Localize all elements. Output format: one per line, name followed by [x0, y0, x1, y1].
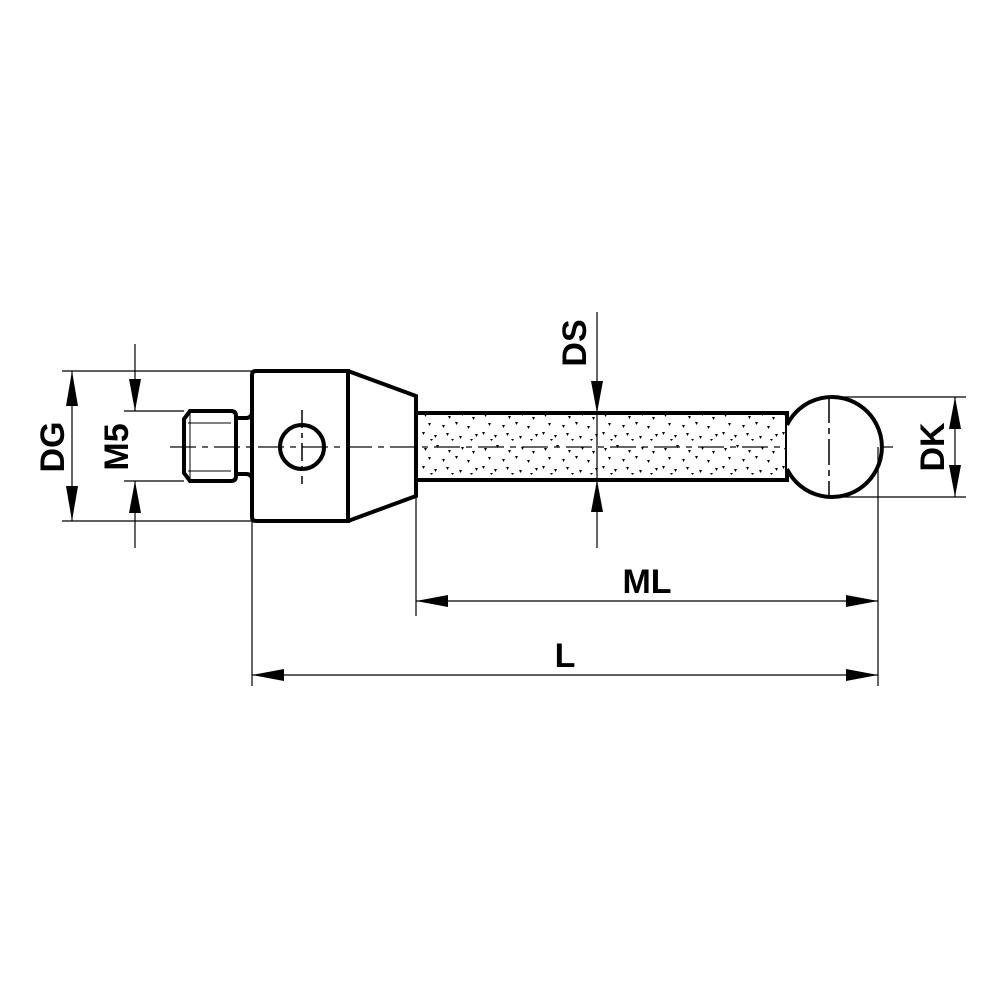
- dimension-m5: M5: [98, 344, 141, 548]
- arrowhead-icon: [252, 669, 284, 681]
- arrowhead-icon: [846, 595, 878, 607]
- label-dg: DG: [34, 422, 72, 473]
- arrowhead-icon: [66, 371, 78, 406]
- ball-tip: [785, 395, 884, 499]
- thread: [182, 409, 254, 483]
- arrowhead-icon: [949, 465, 961, 497]
- arrowhead-icon: [416, 595, 448, 607]
- arrowhead-icon: [66, 486, 78, 521]
- dimension-ds: DS: [556, 312, 603, 548]
- label-l: L: [555, 637, 576, 675]
- stem: [414, 411, 789, 482]
- cross-hole: [278, 410, 326, 484]
- dimension-dk: DK: [914, 397, 961, 497]
- arrowhead-icon: [949, 397, 961, 429]
- arrowhead-icon: [846, 669, 878, 681]
- arrowhead-icon: [591, 480, 603, 512]
- dimension-l: L: [252, 637, 878, 681]
- dimension-dg: DG: [34, 371, 78, 521]
- arrowhead-icon: [129, 379, 141, 411]
- taper: [347, 369, 418, 523]
- arrowhead-icon: [591, 381, 603, 413]
- extension-lines: [62, 370, 966, 686]
- label-ds: DS: [556, 319, 594, 366]
- arrowhead-icon: [129, 481, 141, 513]
- body: [250, 369, 350, 523]
- label-m5: M5: [98, 423, 136, 470]
- label-dk: DK: [914, 422, 952, 472]
- dimension-ml: ML: [416, 563, 878, 607]
- label-ml: ML: [622, 563, 671, 601]
